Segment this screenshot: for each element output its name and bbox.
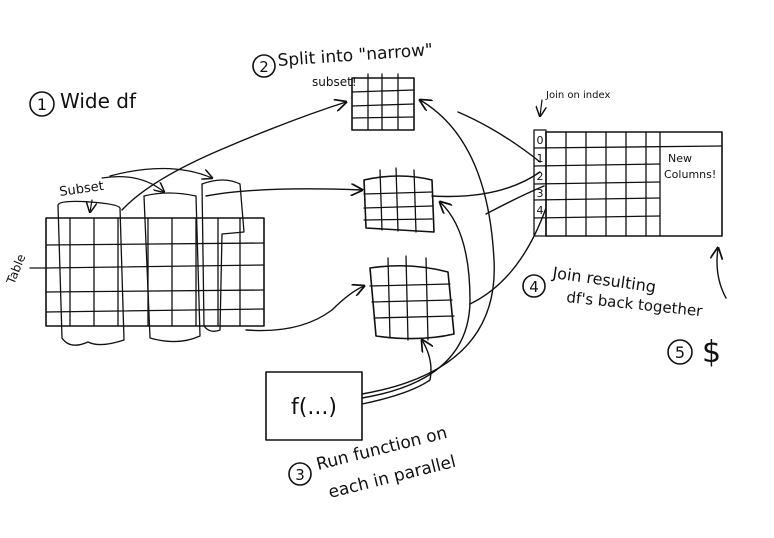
narrow-subset-1 <box>351 73 415 131</box>
joined-table: New Columns! <box>533 129 723 237</box>
new-columns-line1: New <box>668 152 692 165</box>
join-on-index-pointer <box>540 99 542 116</box>
subset-pointer-1 <box>90 199 92 212</box>
index-label-3: 3 <box>537 187 544 200</box>
subset-pointer-3 <box>109 167 212 178</box>
arrow-to-subset-3 <box>245 286 364 332</box>
step4-to-table-arrow <box>717 248 727 299</box>
wide-table-cols <box>69 217 241 327</box>
index-label-0: 0 <box>537 134 544 147</box>
join-on-index-label: Join on index <box>545 90 610 101</box>
step4-circle <box>522 274 546 298</box>
step2-text-line2: subset! <box>312 75 357 89</box>
function-label: f(...) <box>291 395 337 420</box>
step1-circle <box>29 91 55 117</box>
step2-circle <box>252 54 276 78</box>
step4-label: 4 Join resulting df's back together <box>522 263 704 320</box>
index-labels: 0 1 2 3 4 <box>537 134 544 217</box>
step1-number: 1 <box>37 95 47 114</box>
index-label-1: 1 <box>537 152 544 165</box>
join-line-3 <box>469 207 547 305</box>
subset-pointer-2 <box>101 176 164 192</box>
step5-dollar: $ <box>702 335 721 370</box>
new-columns-line2: Columns! <box>664 168 716 181</box>
join-line-2 <box>431 171 541 198</box>
step1-label: 1 Wide df <box>29 89 137 117</box>
function-box: f(...) <box>265 371 363 441</box>
step2-label: 2 Split into "narrow" subset! <box>252 40 434 89</box>
step3-circle <box>288 462 312 486</box>
step3-label: 3 Run function on each in parallel <box>288 423 458 503</box>
subset-label: Subset <box>58 179 104 200</box>
index-label-4: 4 <box>537 204 544 217</box>
step2-number: 2 <box>259 58 269 76</box>
step2-text-line1: Split into "narrow" <box>277 40 434 71</box>
narrow-subset-3 <box>369 255 455 341</box>
function-arrow-subset-1 <box>361 100 495 395</box>
step5-circle <box>667 339 693 365</box>
join-line-4 <box>485 185 545 215</box>
subset-outline-3 <box>201 179 245 332</box>
function-arrow-subset-3 <box>361 340 431 405</box>
step3-number: 3 <box>295 466 305 484</box>
step5-number: 5 <box>675 343 685 362</box>
join-line-1 <box>457 111 541 163</box>
index-column <box>533 129 547 237</box>
subset-outline-1 <box>57 200 125 346</box>
function-arrow-subset-2 <box>361 202 471 399</box>
narrow-subset-2 <box>363 167 435 233</box>
index-label-2: 2 <box>537 170 544 183</box>
arrow-to-subset-1 <box>121 102 346 211</box>
step4-number: 4 <box>529 278 539 296</box>
wide-table <box>45 179 265 346</box>
step5-label: 5 $ <box>667 335 721 370</box>
wide-table-rows <box>45 242 265 313</box>
step1-text: Wide df <box>60 89 137 113</box>
arrow-to-subset-2 <box>205 189 362 197</box>
table-label: Table <box>3 252 28 287</box>
